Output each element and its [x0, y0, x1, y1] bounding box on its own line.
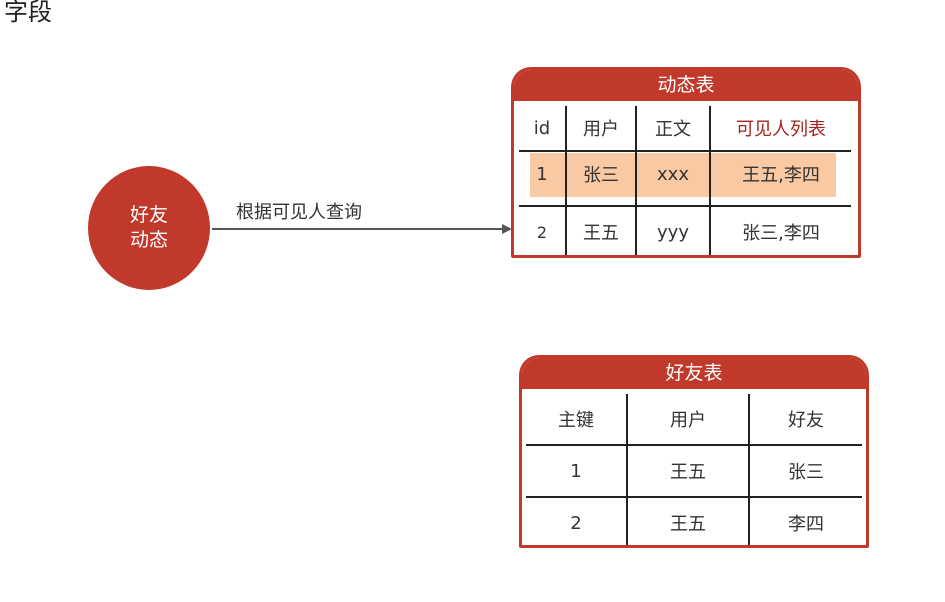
friend-col-divider: [748, 394, 750, 545]
feed-header-user: 用户: [583, 119, 619, 140]
node-label-line2: 动态: [129, 229, 168, 251]
feed-row-highlight: [530, 153, 836, 197]
page-title-text: 字段: [4, 0, 52, 26]
feed-table-title: 动态表: [514, 70, 858, 101]
feed-col-divider: [709, 106, 711, 255]
feed-row-divider: [519, 205, 851, 207]
feed-header-id: id: [533, 117, 551, 139]
feed-table: 动态表 id 用户 正文 可见人列表 1 张三 xxx 王五,李四 2 王五 y…: [511, 67, 861, 258]
friend-table-title: 好友表: [522, 358, 866, 389]
feed-cell: 1: [536, 163, 548, 185]
feed-header-visible-list: 可见人列表: [736, 119, 826, 140]
feed-cell: 王五,李四: [742, 165, 820, 186]
friend-cell: 1: [570, 460, 582, 482]
friend-feed-node: 好友 动态: [88, 166, 210, 290]
friend-cell: 李四: [788, 514, 824, 535]
feed-header-content: 正文: [655, 119, 691, 140]
feed-cell: 王五: [583, 223, 619, 244]
friend-header-friend: 好友: [788, 410, 824, 431]
friend-cell: 王五: [670, 514, 706, 535]
page-title: ​字段: [0, 0, 52, 27]
feed-cell: yyy: [657, 221, 689, 243]
query-edge-line: [212, 228, 504, 230]
feed-cell: 张三,李四: [742, 223, 820, 244]
feed-row-divider: [519, 150, 851, 152]
query-edge-label: 根据可见人查询: [236, 202, 362, 223]
friend-header-user: 用户: [670, 410, 706, 431]
friend-row-divider: [526, 444, 862, 446]
arrow-head-icon: [502, 224, 512, 234]
feed-cell: xxx: [657, 163, 689, 185]
feed-col-divider: [635, 106, 637, 255]
feed-cell: 2: [536, 222, 548, 242]
node-label-line1: 好友: [129, 204, 168, 226]
feed-cell: 张三: [583, 165, 619, 186]
friend-row-divider: [526, 496, 862, 498]
friend-cell: 王五: [670, 462, 706, 483]
friend-table: 好友表 主键 用户 好友 1 王五 张三 2 王五 李四: [519, 355, 869, 548]
friend-cell: 张三: [788, 462, 824, 483]
friend-cell: 2: [570, 512, 582, 534]
friend-header-pk: 主键: [558, 410, 594, 431]
feed-col-divider: [565, 106, 567, 255]
friend-col-divider: [626, 394, 628, 545]
